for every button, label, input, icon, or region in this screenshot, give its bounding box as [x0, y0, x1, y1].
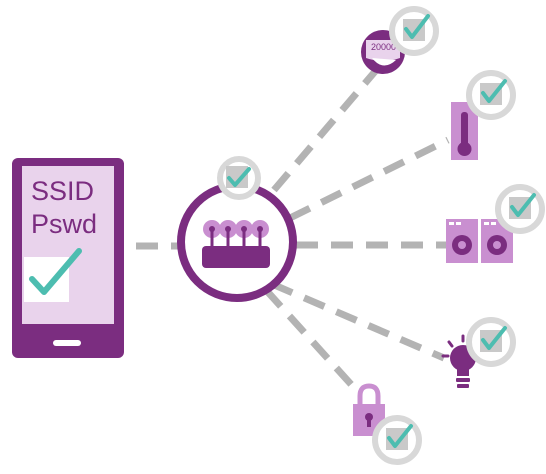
phone-home-button: [53, 340, 81, 346]
washer-dryer-check-badge: [495, 184, 545, 234]
padlock-check-badge: [372, 415, 422, 465]
padlock-icon: [353, 383, 385, 436]
check-icon: [387, 424, 413, 448]
washer-dryer-icon: [446, 219, 513, 263]
router-ring: [177, 182, 297, 302]
connection-lines: [136, 65, 450, 395]
thermometer-check-badge: [466, 70, 516, 120]
connection-router-padlock: [263, 287, 361, 395]
meter-check-badge: [389, 6, 439, 56]
connection-router-thermometer: [288, 136, 450, 222]
router-check-badge: [217, 156, 261, 200]
router-body: [202, 246, 270, 268]
router-antennas: [203, 220, 269, 247]
lightbulb-check-badge: [466, 317, 516, 367]
check-icon: [404, 14, 430, 39]
connection-router-lightbulb: [270, 280, 446, 362]
check-icon: [481, 326, 507, 350]
check-icon: [29, 248, 82, 295]
phone-password-label: Pswd: [31, 209, 97, 239]
router-icon: [177, 182, 297, 302]
check-icon: [510, 193, 536, 217]
phone-icon: SSID Pswd: [12, 158, 124, 358]
meter-reading: 20000: [371, 42, 396, 52]
check-icon: [481, 79, 507, 103]
check-icon: [227, 167, 251, 187]
phone-ssid-label: SSID: [31, 176, 94, 206]
connection-router-meter: [271, 65, 381, 193]
